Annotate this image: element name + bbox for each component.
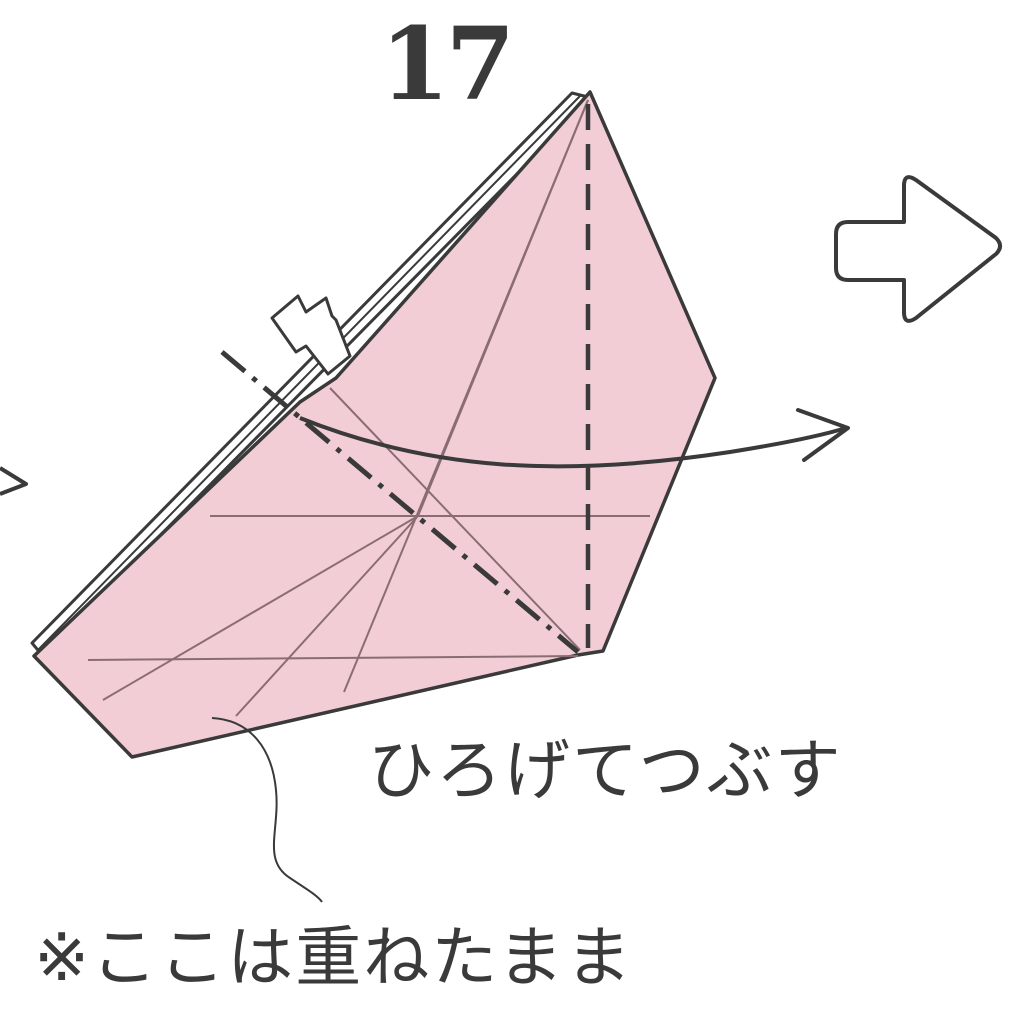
- note-leader-line: [211, 717, 323, 903]
- instruction-text: ひろげてつぶす: [368, 732, 843, 809]
- crease-lines: [87, 99, 650, 717]
- left-edge-arrow: [0, 466, 28, 496]
- step-number: 17: [380, 5, 515, 123]
- push-arrow-icon: [270, 294, 352, 376]
- fold-direction-arrowhead: [796, 408, 850, 462]
- mountain-fold-line: [220, 350, 580, 654]
- fold-direction-arrow: [299, 416, 847, 469]
- next-step-arrow-icon: [834, 175, 1002, 323]
- back-layer-edge: [37, 95, 581, 651]
- note-text: ※ここは重ねたまま: [34, 919, 634, 996]
- folded-paper: [32, 90, 717, 759]
